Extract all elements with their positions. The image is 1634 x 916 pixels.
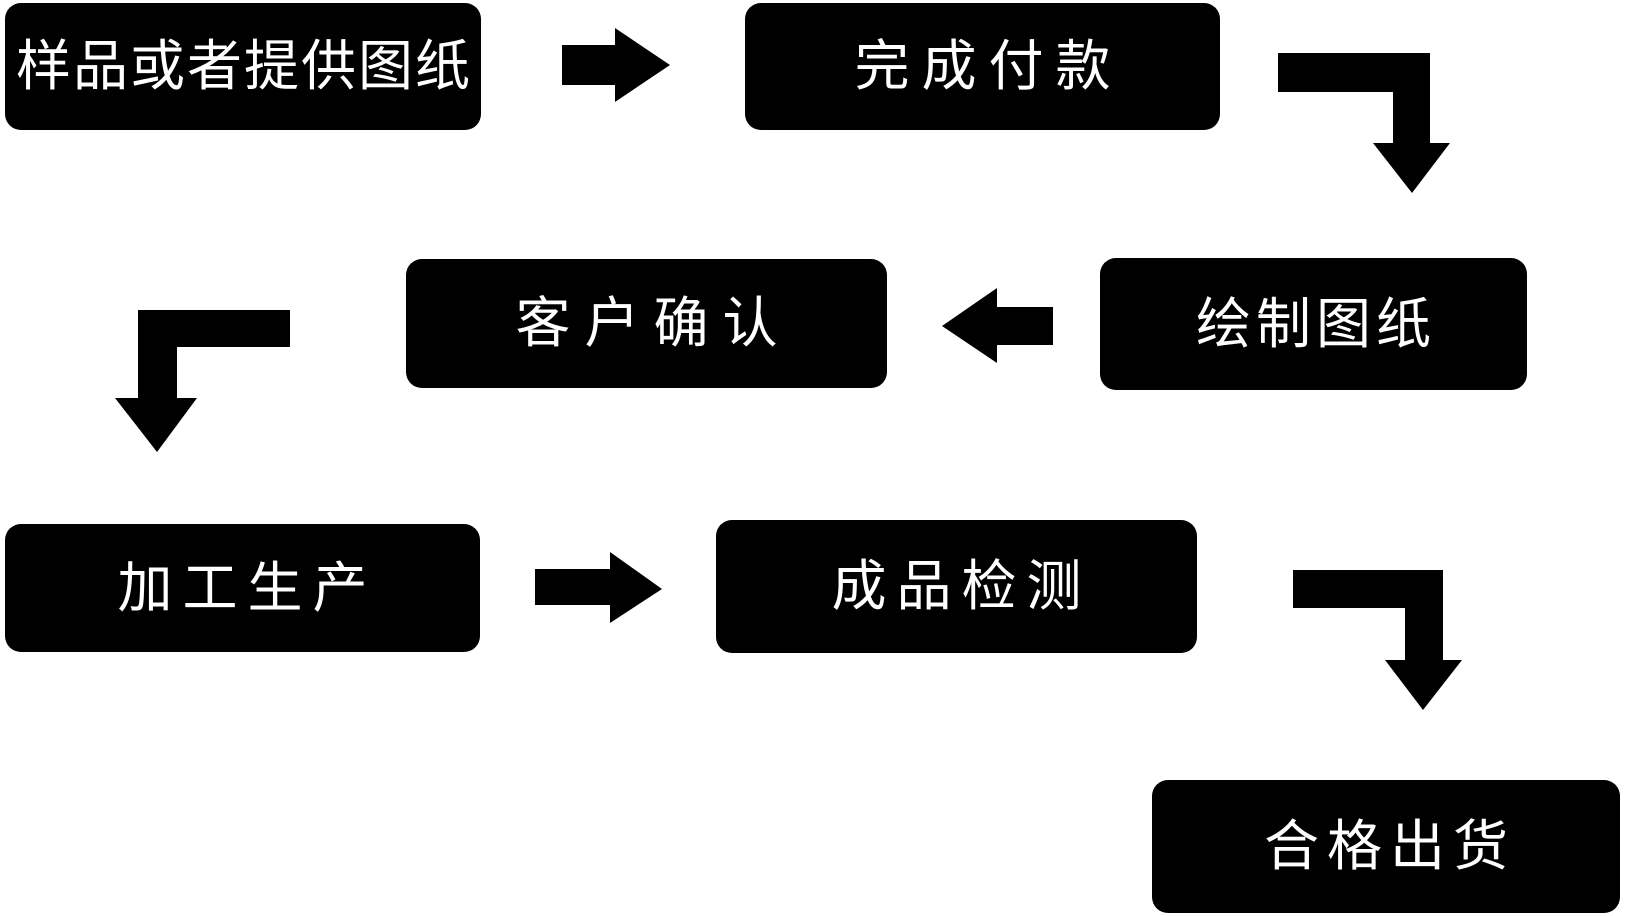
flow-step-sample-or-drawing: 样品或者提供图纸 [5,3,481,130]
arrow-elbow-down-right-icon [1278,53,1450,193]
flow-step-label: 绘制图纸 [1195,292,1436,355]
flow-step-label: 成品检测 [831,555,1092,617]
arrow-elbow-down-right-icon [1293,570,1462,710]
arrow-elbow-down-left-icon [115,310,290,452]
flow-step-label: 完成付款 [854,35,1123,97]
arrow-right-icon [535,552,662,623]
arrow-left-icon [942,288,1053,363]
flow-step-production: 加工生产 [5,524,480,652]
flow-step-label: 加工生产 [117,556,378,619]
flow-step-label: 合格出货 [1263,815,1516,877]
flow-step-inspection: 成品检测 [716,520,1197,653]
flow-step-draw-drawings: 绘制图纸 [1100,258,1527,390]
flow-step-payment: 完成付款 [745,3,1220,130]
flow-step-customer-confirm: 客户确认 [406,259,887,388]
arrow-right-icon [562,28,670,102]
flow-step-qualified-shipment: 合格出货 [1152,780,1620,913]
flow-step-label: 样品或者提供图纸 [15,35,472,97]
flow-step-label: 客户确认 [515,292,792,354]
